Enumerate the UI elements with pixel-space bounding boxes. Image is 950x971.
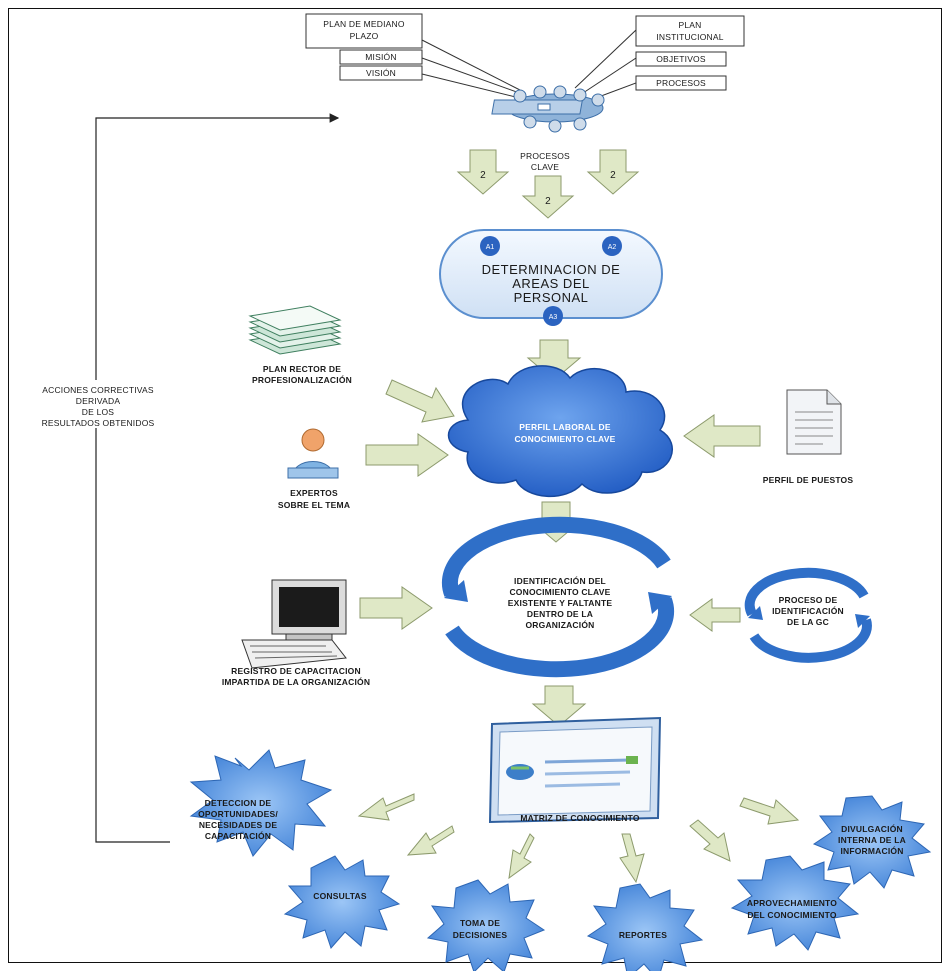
arrow-to-perfil-laboral bbox=[526, 339, 582, 381]
box-vision: VISIÓN bbox=[339, 65, 423, 81]
svg-text:PERFIL LABORAL DE: PERFIL LABORAL DE bbox=[519, 422, 611, 432]
svg-text:INTERNA DE LA: INTERNA DE LA bbox=[838, 835, 906, 845]
svg-text:IMPARTIDA DE LA ORGANIZACIÓN: IMPARTIDA DE LA ORGANIZACIÓN bbox=[222, 676, 370, 687]
person-icon bbox=[287, 428, 339, 479]
identificacion-cycle: IDENTIFICACIÓN DEL CONOCIMIENTO CLAVE EX… bbox=[441, 516, 675, 678]
plan-rector-label: PLAN RECTOR DE PROFESIONALIZACIÓN bbox=[252, 364, 352, 385]
svg-text:PROFESIONALIZACIÓN: PROFESIONALIZACIÓN bbox=[252, 374, 352, 385]
svg-text:PLAN DE MEDIANO: PLAN DE MEDIANO bbox=[323, 19, 405, 29]
svg-text:2: 2 bbox=[545, 196, 551, 207]
svg-text:TOMA DE: TOMA DE bbox=[460, 918, 500, 928]
arrow-plan-to-perfil bbox=[385, 379, 455, 423]
acciones-correctivas-label: ACCIONES CORRECTIVAS DERIVADA DE LOS RES… bbox=[12, 380, 190, 428]
svg-text:REPORTES: REPORTES bbox=[619, 930, 667, 940]
svg-text:PROCESO DE: PROCESO DE bbox=[779, 595, 838, 605]
deteccion-starburst: DETECCION DE OPORTUNIDADES/ NECESIDADES … bbox=[189, 749, 333, 857]
cycle-icon: PROCESO DE IDENTIFICACIÓN DE LA GC bbox=[744, 567, 872, 663]
arrow-expertos-to-perfil bbox=[365, 433, 449, 477]
aprovechamiento-starburst: APROVECHAMIENTO DEL CONOCIMIENTO bbox=[730, 855, 860, 951]
matrix-screen-icon bbox=[488, 716, 662, 824]
svg-text:EXPERTOS: EXPERTOS bbox=[290, 488, 338, 498]
arrow-to-matriz bbox=[531, 685, 587, 727]
svg-text:A3: A3 bbox=[549, 314, 558, 321]
svg-text:A1: A1 bbox=[486, 244, 495, 251]
svg-text:PLAZO: PLAZO bbox=[350, 31, 379, 41]
divulgacion-starburst: DIVULGACIÓN INTERNA DE LA INFORMACIÓN bbox=[812, 795, 932, 889]
svg-text:OBJETIVOS: OBJETIVOS bbox=[656, 54, 706, 64]
svg-text:IDENTIFICACIÓN: IDENTIFICACIÓN bbox=[772, 605, 844, 616]
svg-text:DEL CONOCIMIENTO: DEL CONOCIMIENTO bbox=[747, 910, 836, 920]
perfil-laboral-cloud: PERFIL LABORAL DE CONOCIMIENTO CLAVE bbox=[447, 365, 673, 497]
box-procesos: PROCESOS bbox=[635, 75, 727, 91]
svg-text:DETERMINACION DE: DETERMINACION DE bbox=[482, 262, 621, 277]
area-badge: A3 bbox=[543, 306, 563, 326]
svg-text:INFORMACIÓN: INFORMACIÓN bbox=[840, 845, 903, 856]
determinacion-areas-oval: DETERMINACION DE AREAS DEL PERSONAL bbox=[439, 229, 663, 319]
svg-text:CLAVE: CLAVE bbox=[531, 162, 559, 172]
output-arrows bbox=[357, 793, 800, 884]
svg-text:CONOCIMIENTO CLAVE: CONOCIMIENTO CLAVE bbox=[514, 434, 615, 444]
svg-text:2: 2 bbox=[480, 170, 486, 181]
toma-decisiones-starburst: TOMA DE DECISIONES bbox=[426, 879, 546, 971]
svg-text:DE LA GC: DE LA GC bbox=[787, 617, 829, 627]
svg-text:DECISIONES: DECISIONES bbox=[453, 930, 508, 940]
perfil-puestos-label: PERFIL DE PUESTOS bbox=[763, 475, 854, 485]
svg-text:SOBRE EL TEMA: SOBRE EL TEMA bbox=[278, 500, 350, 510]
svg-text:ORGANIZACIÓN: ORGANIZACIÓN bbox=[526, 619, 595, 630]
svg-text:ACCIONES CORRECTIVAS: ACCIONES CORRECTIVAS bbox=[42, 385, 154, 395]
svg-text:IDENTIFICACIÓN DEL: IDENTIFICACIÓN DEL bbox=[514, 575, 606, 586]
svg-text:RESULTADOS OBTENIDOS: RESULTADOS OBTENIDOS bbox=[42, 418, 155, 428]
expertos-label: EXPERTOS SOBRE EL TEMA bbox=[278, 488, 350, 510]
stacked-papers-icon bbox=[248, 305, 342, 355]
box-plan-institucional: PLAN INSTITUCIONAL bbox=[635, 15, 745, 47]
svg-text:OPORTUNIDADES/: OPORTUNIDADES/ bbox=[198, 809, 278, 819]
box-plan-mediano-plazo: PLAN DE MEDIANO PLAZO bbox=[305, 13, 423, 49]
svg-text:DETECCION DE: DETECCION DE bbox=[205, 798, 272, 808]
box-connectors bbox=[421, 29, 637, 103]
svg-text:MISIÓN: MISIÓN bbox=[365, 52, 396, 62]
svg-text:PROCESOS: PROCESOS bbox=[520, 151, 570, 161]
svg-text:DERIVADA: DERIVADA bbox=[76, 396, 121, 406]
arrow-puestos-to-perfil bbox=[683, 414, 761, 458]
svg-text:PROCESOS: PROCESOS bbox=[656, 78, 706, 88]
svg-text:DIVULGACIÓN: DIVULGACIÓN bbox=[841, 823, 903, 834]
svg-text:DENTRO DE LA: DENTRO DE LA bbox=[527, 609, 593, 619]
matriz-label: MATRIZ DE CONOCIMIENTO bbox=[520, 813, 639, 823]
area-badge: A2 bbox=[602, 236, 622, 256]
svg-text:CAPACITACIÓN: CAPACITACIÓN bbox=[205, 830, 271, 841]
document-icon bbox=[786, 389, 842, 455]
svg-text:VISIÓN: VISIÓN bbox=[366, 68, 396, 78]
reportes-starburst: REPORTES bbox=[586, 883, 704, 971]
svg-text:APROVECHAMIENTO: APROVECHAMIENTO bbox=[747, 898, 837, 908]
svg-text:INSTITUCIONAL: INSTITUCIONAL bbox=[656, 32, 723, 42]
arrow-registro-to-identificacion bbox=[359, 586, 433, 630]
feedback-loop-line bbox=[95, 113, 340, 843]
consultas-starburst: CONSULTAS bbox=[283, 855, 401, 949]
svg-text:EXISTENTE Y FALTANTE: EXISTENTE Y FALTANTE bbox=[508, 598, 613, 608]
svg-text:PLAN: PLAN bbox=[678, 20, 701, 30]
arrow-proceso-to-identificacion bbox=[689, 598, 741, 632]
box-objetivos: OBJETIVOS bbox=[635, 51, 727, 67]
svg-text:PLAN RECTOR DE: PLAN RECTOR DE bbox=[263, 364, 341, 374]
computer-icon bbox=[241, 579, 347, 669]
area-badge: A1 bbox=[480, 236, 500, 256]
arrows-to-determinacion: 2 2 2 bbox=[456, 149, 640, 219]
svg-text:DE LOS: DE LOS bbox=[82, 407, 115, 417]
svg-text:REGISTRO DE CAPACITACION: REGISTRO DE CAPACITACION bbox=[231, 666, 361, 676]
svg-text:2: 2 bbox=[610, 170, 616, 181]
box-mision: MISIÓN bbox=[339, 49, 423, 65]
svg-text:CONSULTAS: CONSULTAS bbox=[313, 891, 367, 901]
registro-label: REGISTRO DE CAPACITACION IMPARTIDA DE LA… bbox=[222, 666, 370, 687]
procesos-clave-label: PROCESOS CLAVE bbox=[520, 151, 570, 172]
svg-text:AREAS DEL: AREAS DEL bbox=[512, 276, 589, 291]
svg-text:CONOCIMIENTO CLAVE: CONOCIMIENTO CLAVE bbox=[509, 587, 610, 597]
people-at-table-icon bbox=[491, 85, 605, 133]
svg-text:A2: A2 bbox=[608, 244, 617, 251]
svg-text:NECESIDADES DE: NECESIDADES DE bbox=[199, 820, 278, 830]
svg-text:PERSONAL: PERSONAL bbox=[514, 290, 589, 305]
